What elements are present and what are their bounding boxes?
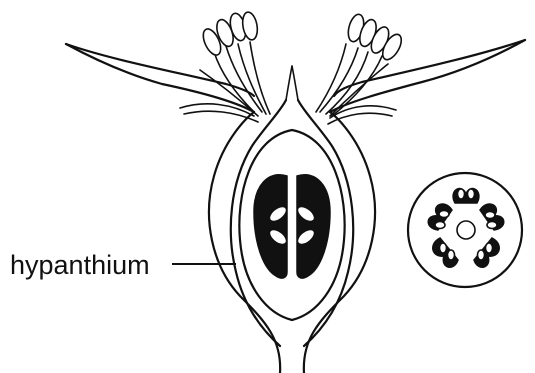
left-stamen-filaments <box>180 42 270 122</box>
ovary-locules <box>254 175 330 278</box>
left-anthers <box>200 11 260 58</box>
cross-section-locules <box>428 189 504 268</box>
hypanthium-outer-wall <box>209 112 375 373</box>
right-sepal <box>330 40 525 112</box>
right-anthers <box>346 13 405 63</box>
hypanthium-label: hypanthium <box>10 250 150 280</box>
ovary-cross-section <box>408 173 522 287</box>
